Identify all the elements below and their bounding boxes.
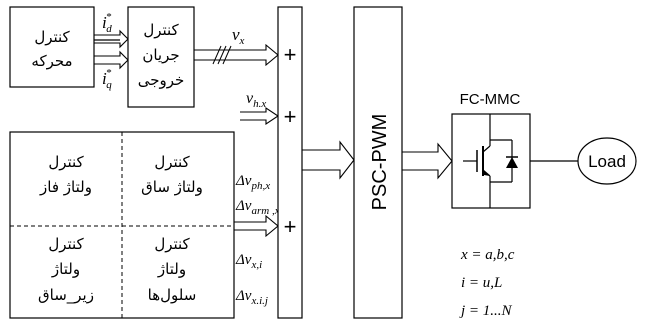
subleg-voltage-control-cell: کنترل ولتاژ زیر_ساق [38,235,94,305]
voltage-control-block: کنترل ولتاژ فاز کنترل ولتاژ ساق کنترل ول… [9,131,235,319]
motion-control-block: کنترل محرکه [9,6,95,88]
leg-voltage-control-cell: کنترل ولتاژ ساق [141,153,203,196]
phase-voltage-line1: کنترل [48,153,84,171]
sum-plus-3: + [284,214,297,239]
legend-j: j = 1...N [459,303,513,319]
phase-voltage-control-cell: کنترل ولتاژ فاز [39,153,92,196]
psc-pwm-block: PSC-PWM [353,6,403,319]
dv-xi-label: Δvx,i [235,252,262,271]
sum-plus-2: + [284,104,297,129]
fc-mmc-converter [451,113,531,209]
iq-ref-label: i*q [102,67,112,91]
dv-xij-label: Δvx.i.j [235,288,268,307]
sum-to-pwm-arrow [302,140,355,180]
leg-voltage-line2: ولتاژ ساق [141,178,203,196]
cell-voltage-line2: ولتاژ [157,260,186,278]
phase-voltage-line2: ولتاژ فاز [39,178,92,196]
cell-voltage-control-cell: کنترل ولتاژ سلول‌ها [148,235,197,304]
dv-ph-label: Δvph,x [235,173,270,192]
load-node: Load [577,137,637,185]
psc-pwm-label: PSC-PWM [369,114,391,211]
current-control-line1: کنترل [143,21,179,39]
iq-ref-arrow [94,50,129,70]
subleg-voltage-line1: کنترل [48,235,84,253]
legend-i: i = u,L [461,275,502,291]
current-control-line3: خروجی [138,71,185,89]
subleg-voltage-line3: زیر_ساق [38,286,94,305]
motion-control-line1: کنترل [34,28,70,46]
current-control-line2: جریان [142,46,179,64]
motion-control-line2: محرکه [31,52,72,70]
igbt-symbol-icon [463,114,518,208]
dv-arm-label: Δvarm ,x [235,198,280,217]
leg-voltage-line1: کنترل [154,153,190,171]
output-current-control-block: کنترل جریان خروجی [127,6,195,108]
id-ref-label: i*d [102,11,112,35]
vx-label: vx [232,25,245,47]
subleg-voltage-line2: ولتاژ [51,260,80,278]
summation-block: + + + [277,6,303,319]
index-legend: x = a,b,c i = u,L j = 1...N [459,247,515,319]
sum-plus-1: + [284,42,297,67]
load-label: Load [588,152,626,171]
cell-voltage-line3: سلول‌ها [148,286,197,304]
legend-x: x = a,b,c [460,247,515,263]
vhx-label: vh.x [246,90,266,110]
vx-arrow [194,43,279,67]
pwm-to-converter-arrow [402,142,453,180]
fc-mmc-label: FC-MMC [460,91,521,108]
cell-voltage-line1: کنترل [154,235,190,253]
vhx-arrow [240,106,279,126]
voltage-correction-arrow [234,214,279,238]
